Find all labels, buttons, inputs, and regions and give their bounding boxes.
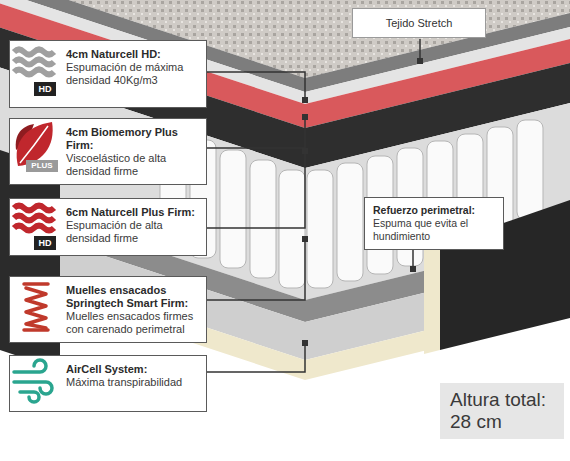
spring (250, 160, 276, 278)
perimeter-callout: Refuerzo perimetral:Espuma que evita el … (364, 197, 504, 250)
foam-wave (14, 226, 54, 231)
leader-dot (302, 148, 308, 154)
leader-line (207, 72, 305, 97)
callout-text: Espumación de alta densidad firme (66, 219, 200, 245)
spring (307, 170, 333, 288)
spring-icon (24, 284, 48, 330)
height-box: Altura total:28 cm (440, 383, 564, 439)
callout-heading: Altura total: (450, 389, 554, 411)
layer-callout: Muelles ensacados Springtech Smart Firm:… (9, 276, 207, 343)
callout-text: 28 cm (450, 411, 554, 433)
fabric-tag: Tejido Stretch (352, 8, 486, 38)
callout-heading: AirCell System: (66, 363, 200, 376)
callout-heading: Muelles ensacados Springtech Smart Firm: (66, 284, 200, 310)
spring (220, 150, 246, 268)
spring (517, 120, 543, 220)
leader-dot (302, 340, 308, 346)
badge-text: HD (34, 82, 56, 96)
badge (26, 160, 58, 172)
callout-heading: 4cm Biomemory Plus Firm: (66, 126, 200, 152)
layer-callout: AirCell System:Máxima transpirabilidad (9, 355, 207, 412)
spring (337, 163, 363, 281)
leaf (17, 122, 53, 166)
callout-heading: Tejido Stretch (361, 16, 477, 30)
box-backing (9, 40, 207, 108)
air-stroke (20, 392, 39, 402)
callout-text: Muelles ensacados firmes con carenado pe… (66, 310, 200, 336)
badge (34, 82, 56, 96)
layer-callout: 4cm Naturcell HD:Espumación de máxima de… (9, 40, 207, 108)
leader-dot (417, 58, 423, 64)
callout-text: Máxima transpirabilidad (66, 376, 200, 389)
leader-dot (302, 97, 308, 103)
foam-wave (14, 70, 54, 75)
leaf-icon (16, 122, 58, 172)
foam-wave (14, 206, 54, 211)
callout-text: Viscoelástico de alta densidad firme (66, 152, 200, 178)
air-icon (14, 360, 52, 402)
foam-icon (14, 50, 56, 97)
badge-text: PLUS (26, 160, 58, 172)
badge (34, 236, 56, 250)
leader-line (207, 242, 305, 300)
spring (279, 170, 305, 288)
leader-line (207, 120, 305, 148)
foam-icon (14, 206, 56, 251)
leader-dot (302, 114, 308, 120)
leader-line (412, 248, 414, 266)
layer-callout: 4cm Biomemory Plus Firm:Viscoelástico de… (9, 118, 207, 185)
foam-wave (14, 50, 54, 55)
leader-line (207, 346, 305, 372)
callout-text: Espuma que evita el hundimiento (373, 217, 495, 243)
box-backing (9, 118, 207, 185)
perimeter-foam (424, 245, 440, 354)
leader-dot (410, 266, 416, 272)
foam-wave (14, 216, 54, 221)
callout-text: Espumación de máxima densidad 40Kg/m3 (66, 61, 200, 87)
callout-heading: 6cm Naturcell Plus Firm: (66, 206, 200, 219)
box-backing (9, 355, 207, 412)
foam-wave (14, 60, 54, 65)
air-stroke (14, 360, 46, 372)
spring-coil (26, 288, 46, 328)
leader-dot (302, 236, 308, 242)
callout-heading: Refuerzo perimetral: (373, 204, 495, 217)
spring-cap (24, 284, 48, 330)
leader-line (207, 154, 305, 228)
leaf-vein (20, 126, 48, 163)
callout-heading: 4cm Naturcell HD: (66, 48, 200, 61)
box-backing (9, 276, 207, 343)
badge-text: HD (34, 236, 56, 250)
box-backing (9, 198, 207, 256)
leader-line (419, 39, 421, 58)
